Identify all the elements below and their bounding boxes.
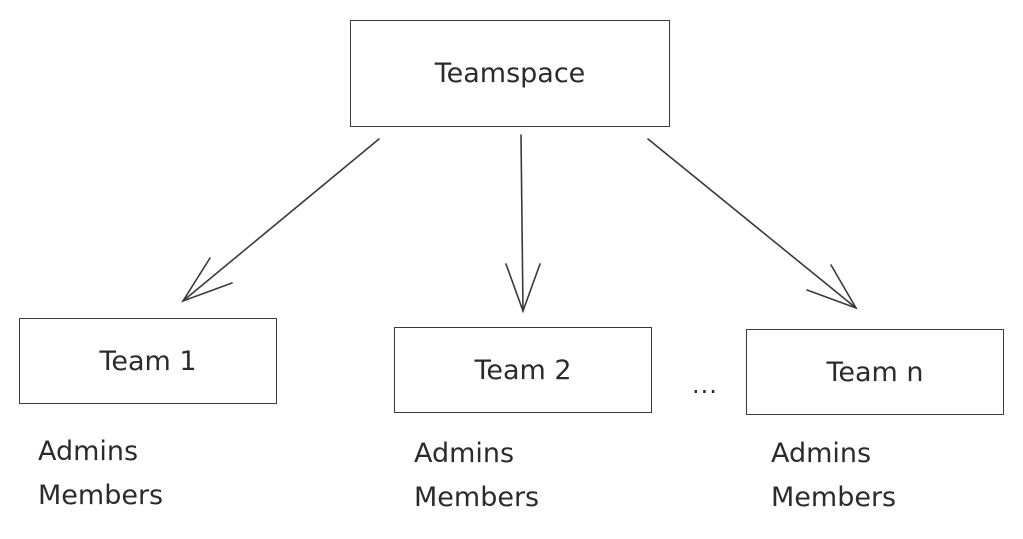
team-1-roles: Admins Members — [38, 430, 163, 518]
team-n-roles: Admins Members — [771, 432, 896, 520]
arrow-to-team-2 — [505, 134, 541, 314]
team-2-roles: Admins Members — [414, 432, 539, 520]
team-n-node: Team n — [746, 329, 1004, 415]
team-1-node: Team 1 — [19, 318, 277, 404]
role-members: Members — [38, 480, 164, 511]
role-admins: Admins — [38, 436, 139, 467]
ellipsis: ... — [692, 371, 718, 399]
arrow-to-team-n — [647, 138, 858, 310]
role-members: Members — [771, 482, 897, 513]
role-members: Members — [414, 482, 540, 513]
arrow-to-team-1 — [181, 138, 380, 303]
role-admins: Admins — [414, 438, 515, 469]
teamspace-label: Teamspace — [434, 58, 586, 89]
team-n-label: Team n — [826, 356, 924, 388]
role-admins: Admins — [771, 438, 872, 469]
team-1-label: Team 1 — [99, 345, 197, 377]
teamspace-node: Teamspace — [350, 20, 670, 127]
team-2-label: Team 2 — [474, 354, 572, 386]
team-2-node: Team 2 — [394, 327, 652, 413]
